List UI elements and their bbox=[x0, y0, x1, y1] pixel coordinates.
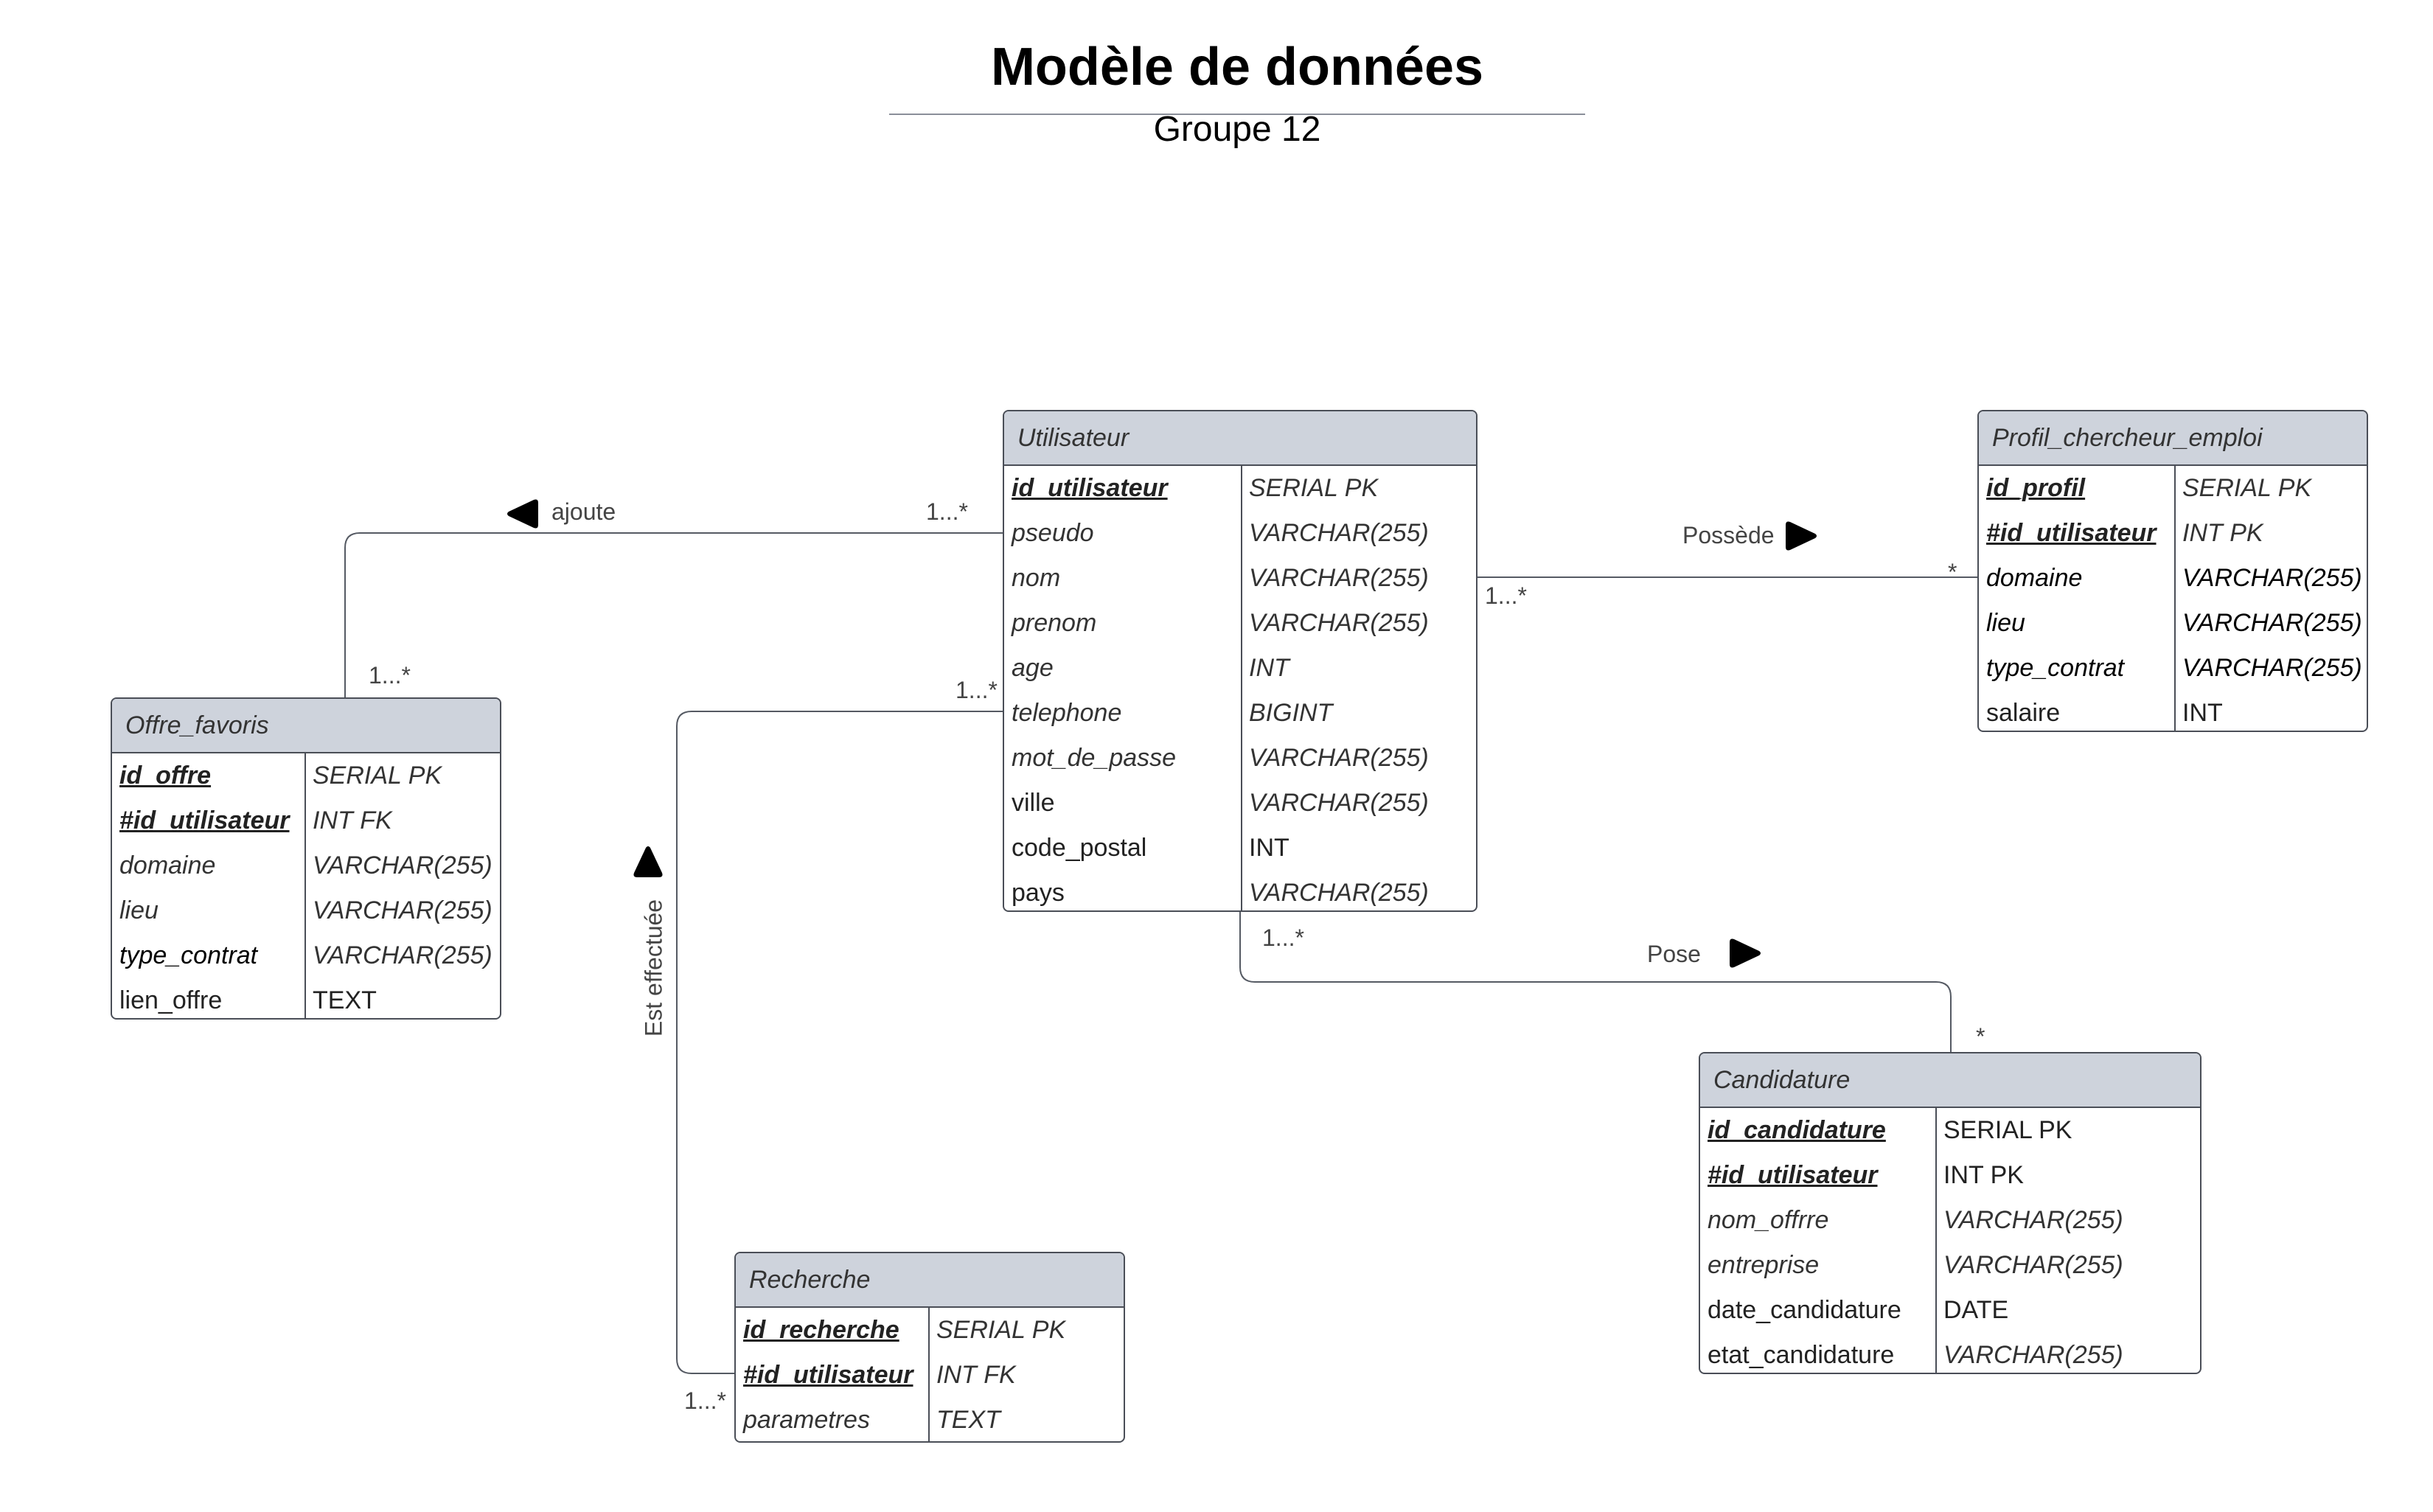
cardinality-possede-profil: * bbox=[1948, 559, 1957, 585]
relation-label-possede: Possède bbox=[1682, 522, 1775, 548]
line-effectuee bbox=[676, 711, 1003, 1374]
title-divider bbox=[889, 114, 1585, 115]
cardinality-effectuee-utilisateur: 1...* bbox=[956, 677, 998, 703]
cardinality-ajoute-utilisateur: 1...* bbox=[926, 498, 968, 525]
entity-header: Offre_favoris bbox=[112, 699, 500, 753]
pose-arrow-icon bbox=[1730, 938, 1761, 968]
cardinality-pose-candidature: * bbox=[1976, 1023, 1985, 1050]
ajoute-arrow-icon bbox=[507, 499, 538, 529]
cardinality-effectuee-recherche: 1...* bbox=[684, 1387, 726, 1414]
relation-label-effectuee-text: Est effectuée bbox=[640, 899, 667, 1037]
relation-label-pose: Pose bbox=[1647, 941, 1701, 967]
effectuee-arrow-icon bbox=[633, 846, 663, 877]
line-ajoute bbox=[344, 532, 1003, 697]
cardinality-possede-utilisateur: 1...* bbox=[1485, 582, 1527, 609]
entity-header: Candidature bbox=[1700, 1053, 2200, 1108]
line-pose bbox=[1239, 912, 1952, 1052]
relation-label-ajoute: ajoute bbox=[551, 498, 616, 525]
possede-arrow-icon bbox=[1786, 521, 1817, 551]
entity-header: Profil_chercheur_emploi bbox=[1979, 411, 2367, 466]
entity-header: Utilisateur bbox=[1004, 411, 1476, 466]
page-subtitle: Groupe 12 bbox=[1153, 110, 1321, 149]
entity-header: Recherche bbox=[736, 1253, 1124, 1308]
cardinality-ajoute-offre: 1...* bbox=[369, 662, 411, 689]
cardinality-pose-utilisateur: 1...* bbox=[1262, 924, 1304, 951]
page-title: Modèle de données bbox=[990, 38, 1484, 97]
